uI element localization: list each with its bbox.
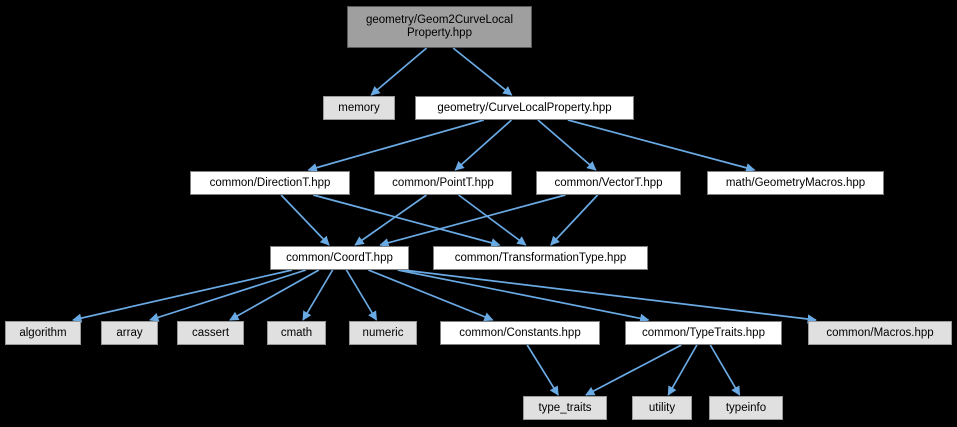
graph-node-typeinfo[interactable]: typeinfo (709, 396, 783, 420)
graph-node-geomacros[interactable]: math/GeometryMacros.hpp (707, 171, 884, 195)
graph-edge-coordt-to-array (149, 269, 307, 322)
graph-edge-curvelocal-to-pointt (454, 119, 513, 171)
graph-node-utility[interactable]: utility (632, 396, 692, 420)
graph-edge-typetraits-to-type_traits (585, 344, 682, 396)
graph-edge-curvelocal-to-directiont (307, 119, 485, 173)
graph-node-constants[interactable]: common/Constants.hpp (440, 321, 600, 345)
graph-node-numeric[interactable]: numeric (349, 321, 417, 345)
graph-edge-root-to-curvelocal (452, 47, 513, 96)
graph-node-directiont[interactable]: common/DirectionT.hpp (190, 171, 350, 195)
graph-node-coordt[interactable]: common/CoordT.hpp (270, 246, 409, 270)
graph-edge-coordt-to-macros (402, 269, 817, 324)
graph-edge-vectort-to-coordt (379, 194, 566, 248)
graph-edge-constants-to-type_traits (526, 344, 559, 396)
graph-node-cmath[interactable]: cmath (267, 321, 326, 345)
graph-node-typetraits[interactable]: common/TypeTraits.hpp (625, 321, 782, 345)
graph-node-curvelocal[interactable]: geometry/CurveLocalProperty.hpp (415, 96, 634, 120)
graph-node-pointt[interactable]: common/PointT.hpp (374, 171, 512, 195)
graph-edge-directiont-to-coordt (280, 194, 330, 246)
graph-node-memory[interactable]: memory (323, 96, 395, 120)
graph-node-cassert[interactable]: cassert (177, 321, 244, 345)
graph-edge-coordt-to-numeric (345, 269, 378, 321)
graph-edge-vectort-to-transftype (550, 194, 599, 246)
graph-edge-pointt-to-transftype (458, 194, 527, 246)
graph-edge-curvelocal-to-vectort (537, 119, 597, 171)
graph-edge-coordt-to-constants (368, 269, 494, 322)
graph-node-type_traits[interactable]: type_traits (523, 396, 607, 420)
graph-node-algorithm[interactable]: algorithm (5, 321, 81, 345)
graph-edge-coordt-to-cassert (229, 269, 320, 321)
graph-edge-coordt-to-cmath (302, 269, 334, 321)
graph-edge-coordt-to-typetraits (397, 269, 650, 323)
graph-edge-coordt-to-algorithm (72, 269, 293, 323)
graph-node-transftype[interactable]: common/TransformationType.hpp (433, 246, 648, 270)
graph-edge-root-to-memory (370, 47, 428, 96)
graph-node-macros[interactable]: common/Macros.hpp (808, 321, 952, 345)
graph-node-root[interactable]: geometry/Geom2CurveLocal Property.hpp (347, 6, 532, 48)
graph-edge-typetraits-to-utility (667, 344, 698, 396)
graph-node-vectort[interactable]: common/VectorT.hpp (536, 171, 681, 195)
graph-edge-directiont-to-transftype (313, 194, 501, 248)
graph-node-array[interactable]: array (101, 321, 158, 345)
graph-edge-pointt-to-coordt (354, 194, 427, 246)
graph-edge-curvelocal-to-geomacros (567, 119, 756, 173)
graph-edge-typetraits-to-typeinfo (709, 344, 741, 396)
